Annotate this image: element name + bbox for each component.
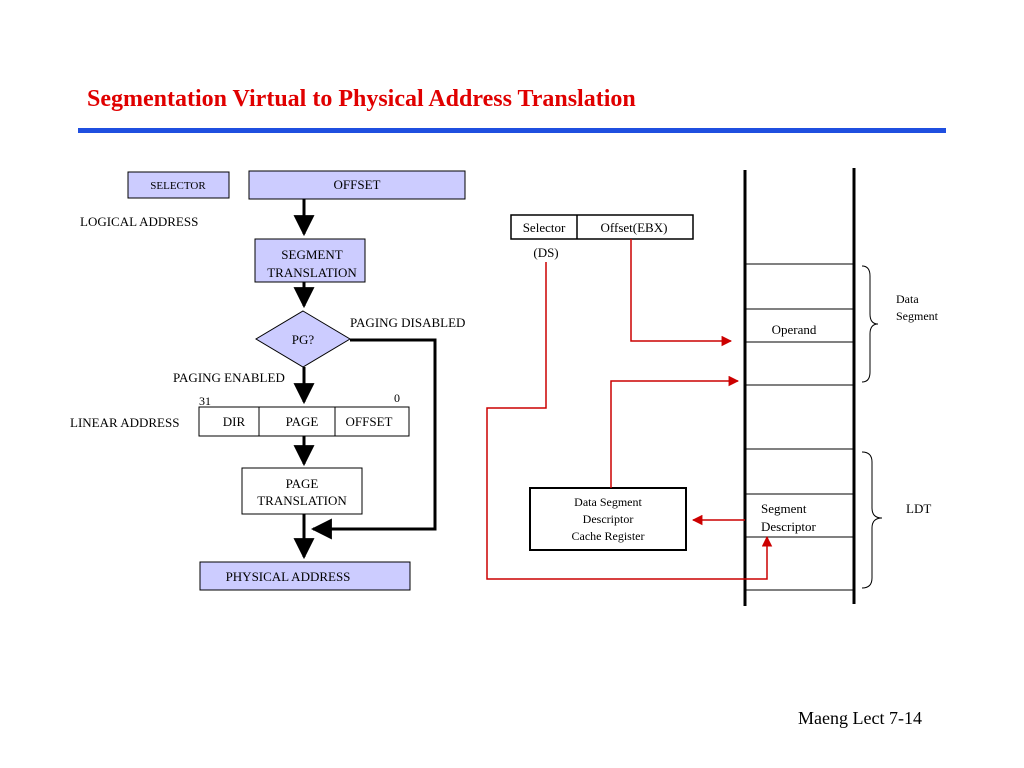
data-segment-brace xyxy=(861,265,879,383)
svg-text:Data Segment: Data Segment xyxy=(574,495,642,509)
linear-field-offset: OFFSET xyxy=(346,414,393,429)
ds-label: (DS) xyxy=(533,245,558,260)
svg-text:PAGE: PAGE xyxy=(286,476,319,491)
memory-column xyxy=(743,168,856,606)
data-segment-label-2: Segment xyxy=(896,309,939,323)
ldt-label: LDT xyxy=(906,501,931,516)
bit-31-label: 31 xyxy=(199,394,211,408)
bit-0-label: 0 xyxy=(394,391,400,405)
descriptor-cache-register: Data Segment Descriptor Cache Register xyxy=(529,487,687,551)
linear-address-box: DIR PAGE OFFSET xyxy=(198,406,410,437)
physical-address-box: PHYSICAL ADDRESS xyxy=(199,561,411,591)
svg-text:PG?: PG? xyxy=(292,332,315,347)
arrow-cache-to-data-segment xyxy=(610,375,740,488)
segment-descriptor-label-1: Segment xyxy=(761,501,807,516)
svg-text:TRANSLATION: TRANSLATION xyxy=(257,493,347,508)
segment-translation-box: SEGMENT TRANSLATION xyxy=(254,238,366,283)
arrow-offset-to-operand xyxy=(630,239,733,347)
logical-address-label: LOGICAL ADDRESS xyxy=(80,214,198,229)
offset-box: OFFSET xyxy=(248,170,466,200)
svg-text:Cache Register: Cache Register xyxy=(572,529,645,543)
paging-disabled-label: PAGING DISABLED xyxy=(350,315,465,330)
title-rule xyxy=(78,128,946,133)
operand-label: Operand xyxy=(772,322,817,337)
page-title: Segmentation Virtual to Physical Address… xyxy=(87,86,636,112)
svg-text:OFFSET: OFFSET xyxy=(334,177,381,192)
svg-text:PHYSICAL ADDRESS: PHYSICAL ADDRESS xyxy=(226,569,351,584)
footer: Maeng Lect 7-14 xyxy=(798,708,922,728)
linear-field-dir: DIR xyxy=(223,414,246,429)
linear-address-label: LINEAR ADDRESS xyxy=(70,415,179,430)
page-translation-box: PAGE TRANSLATION xyxy=(241,467,363,515)
selector-offset-register: Selector Offset(EBX) xyxy=(510,214,694,240)
arrow-paging-disabled xyxy=(310,338,437,540)
selector-box: SELECTOR xyxy=(127,171,230,199)
svg-text:TRANSLATION: TRANSLATION xyxy=(267,265,357,280)
svg-text:Descriptor: Descriptor xyxy=(583,512,634,526)
svg-text:SEGMENT: SEGMENT xyxy=(281,247,342,262)
pg-decision: PG? xyxy=(255,310,351,368)
segment-descriptor-label-2: Descriptor xyxy=(761,519,817,534)
linear-field-page: PAGE xyxy=(286,414,319,429)
ldt-brace xyxy=(861,451,883,589)
register-offset-label: Offset(EBX) xyxy=(601,220,668,235)
paging-enabled-label: PAGING ENABLED xyxy=(173,370,285,385)
data-segment-label-1: Data xyxy=(896,292,919,306)
arrow-selector-to-descriptor xyxy=(486,262,773,580)
register-selector-label: Selector xyxy=(523,220,566,235)
svg-text:SELECTOR: SELECTOR xyxy=(150,180,206,192)
